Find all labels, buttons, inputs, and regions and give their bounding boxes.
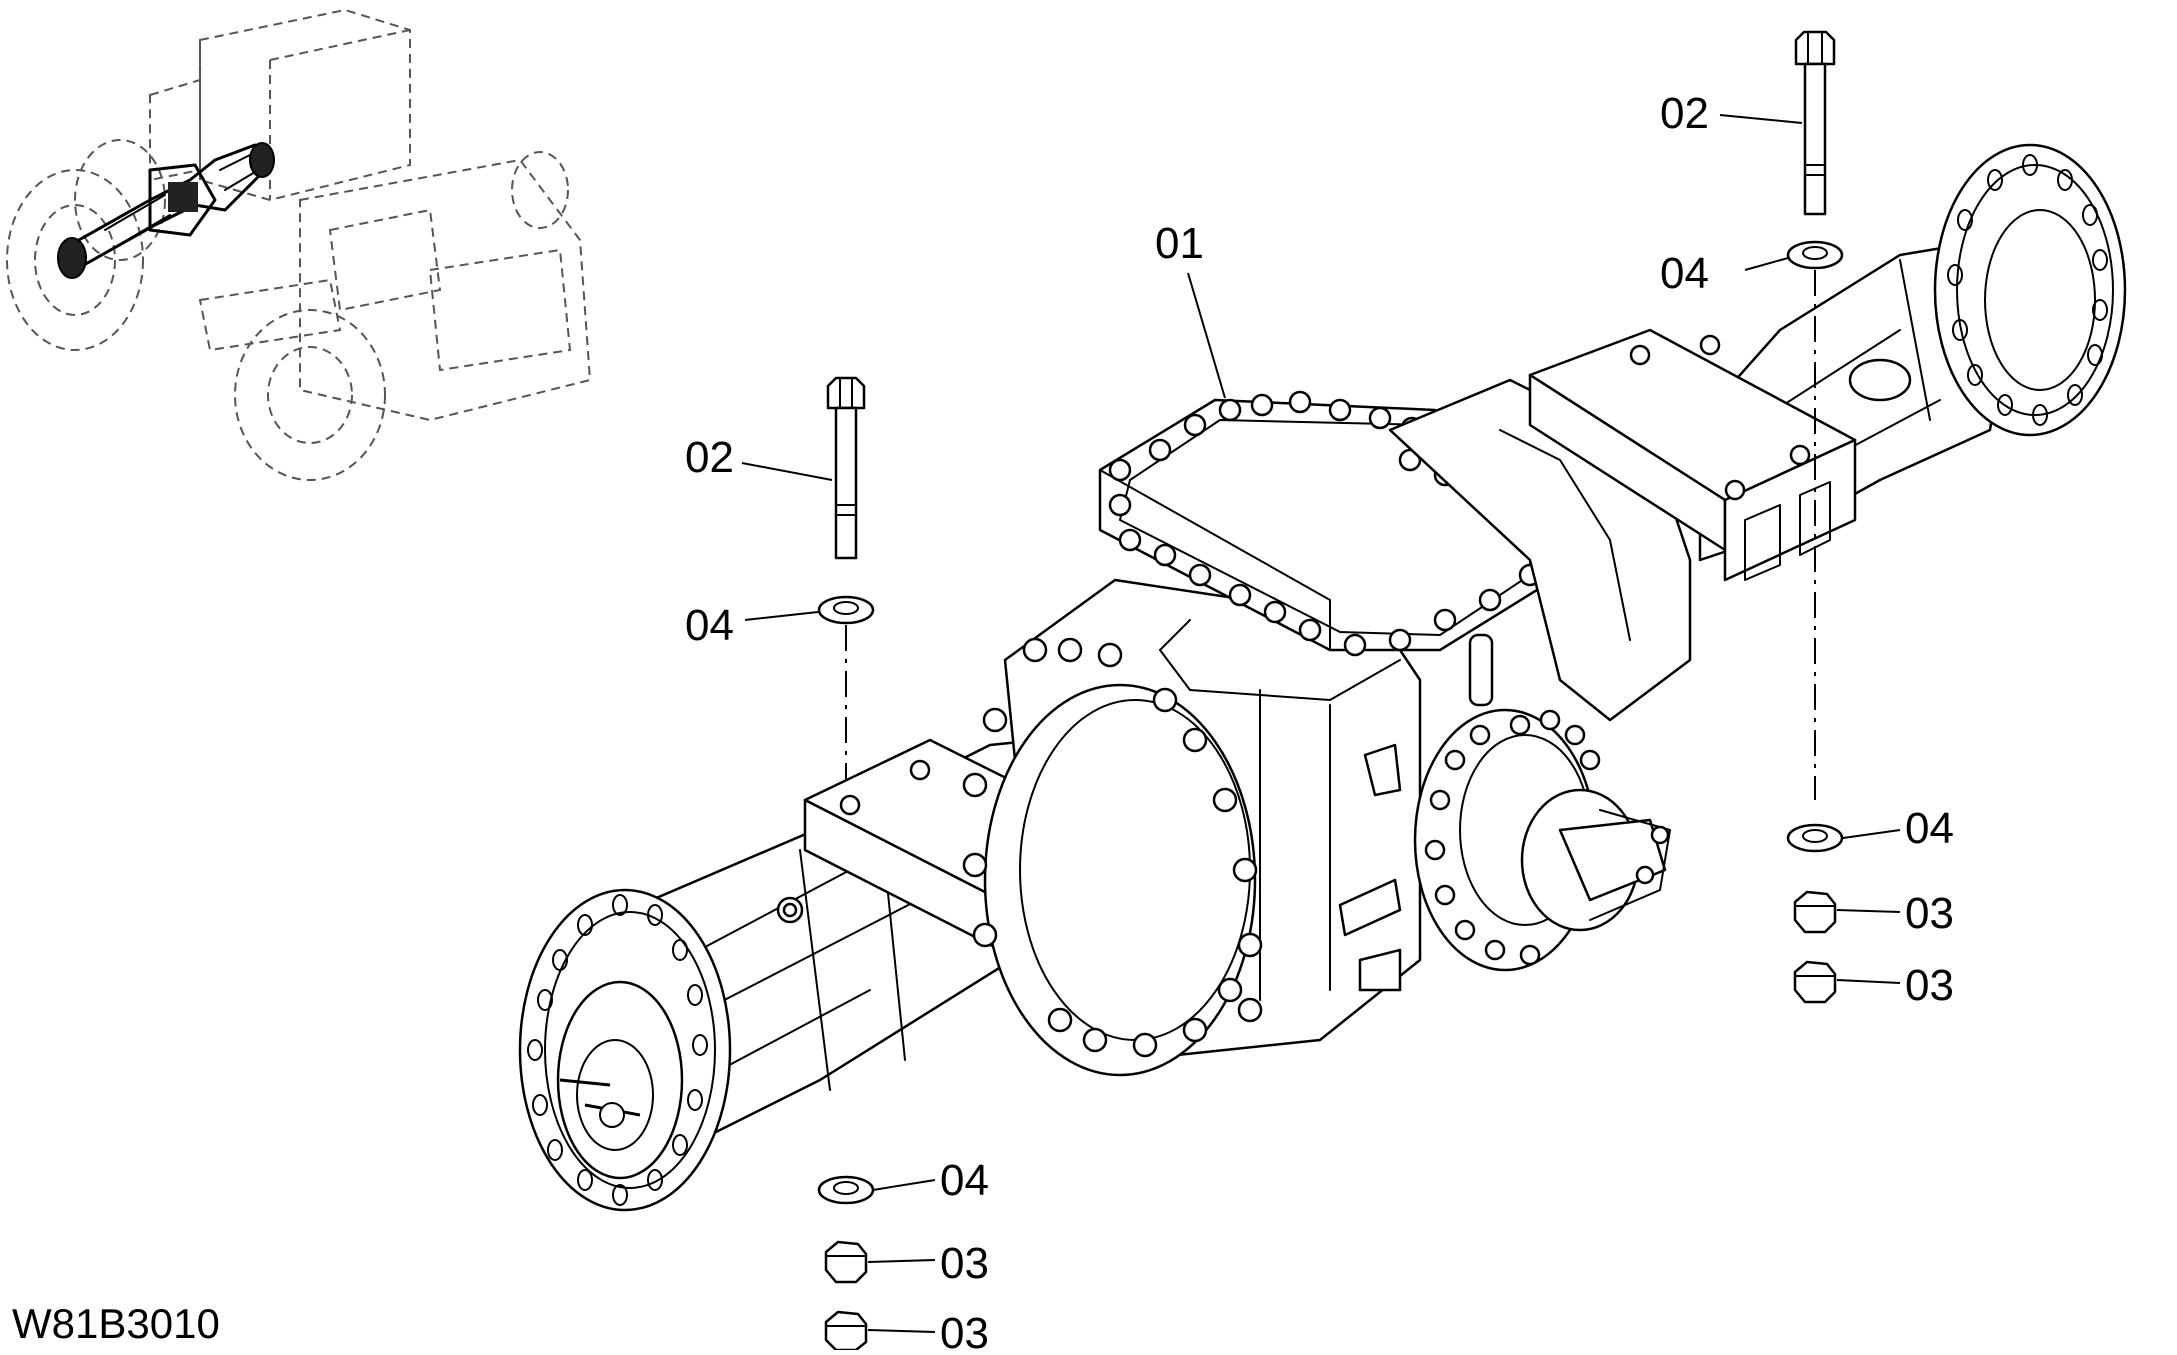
washer-left-bottom-04 [817, 1175, 875, 1205]
washer-right-top-04 [1786, 240, 1844, 270]
callout-03-right-a: 03 [1905, 889, 1954, 938]
callout-04-right-bottom: 04 [1905, 804, 1954, 853]
washer-right-bottom-04 [1786, 823, 1844, 853]
callout-04-left-top: 04 [685, 601, 734, 650]
bolt-right-02 [1794, 30, 1836, 216]
nut-left-a-03 [824, 1240, 868, 1284]
callout-04-right-top: 04 [1660, 249, 1709, 298]
leader-lines [741, 114, 1901, 1333]
axle-housing-assembly [518, 143, 2127, 1212]
callout-03-left-a: 03 [940, 1239, 989, 1288]
washer-left-top-04 [817, 595, 875, 625]
machine-locator-thumbnail [6, 8, 592, 481]
drawing-number: W81B3010 [12, 1300, 220, 1347]
nut-right-a-03 [1793, 890, 1837, 934]
nut-left-b-03 [824, 1310, 868, 1352]
callout-01: 01 [1155, 219, 1204, 268]
callout-02-left: 02 [685, 433, 734, 482]
callout-03-left-b: 03 [940, 1309, 989, 1350]
callout-02-right: 02 [1660, 89, 1709, 138]
bolt-left-02 [826, 376, 866, 560]
callout-04-left-bottom: 04 [940, 1156, 989, 1205]
callout-03-right-b: 03 [1905, 961, 1954, 1010]
nut-right-b-03 [1793, 960, 1837, 1004]
